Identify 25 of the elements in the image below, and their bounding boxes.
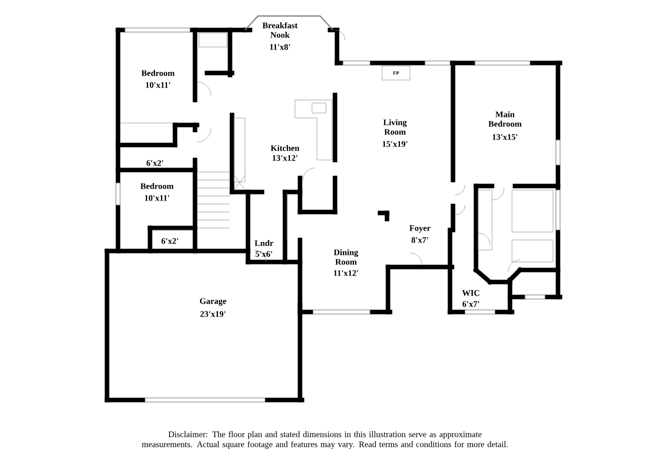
room-name: WIC bbox=[462, 290, 480, 296]
room-dimension: 11'x8' bbox=[270, 44, 290, 50]
room-dimension: 23'x19' bbox=[200, 311, 226, 317]
room-name: Lndr bbox=[254, 240, 274, 246]
room-name: Dining Room bbox=[334, 249, 358, 265]
room-name: Bedroom bbox=[140, 183, 174, 189]
room-dimension: 15'x19' bbox=[382, 141, 408, 147]
closet-dimension: 6'x2' bbox=[146, 160, 164, 166]
room-name: Garage bbox=[200, 298, 226, 306]
room-dimension: 11'x12' bbox=[334, 270, 358, 276]
room-dimension: 13'x15' bbox=[492, 134, 518, 140]
room-dimension: 8'x7' bbox=[412, 237, 428, 243]
room-name: Main Bedroom bbox=[488, 111, 522, 127]
disclaimer-text: Disclaimer: The floor plan and stated dimensions in this illustration serve as approximate measurements. Actual square footage and features may vary. Read terms and conditions for more detail. bbox=[142, 431, 508, 449]
room-name: Breakfast Nook bbox=[262, 22, 298, 38]
room-dimension: 13'x12' bbox=[272, 155, 298, 161]
room-dimension: 10'x11' bbox=[144, 195, 170, 201]
room-name: Kitchen bbox=[270, 145, 300, 151]
closet-dimension: 6'x2' bbox=[162, 238, 178, 244]
room-name: Foyer bbox=[410, 225, 430, 233]
room-dimension: 5'x6' bbox=[256, 251, 272, 257]
room-name: Living Room bbox=[383, 119, 407, 135]
room-dimension: 10'x11' bbox=[146, 82, 170, 88]
room-name: Bedroom bbox=[141, 70, 175, 76]
room-dimension: 6'x7' bbox=[462, 301, 480, 307]
